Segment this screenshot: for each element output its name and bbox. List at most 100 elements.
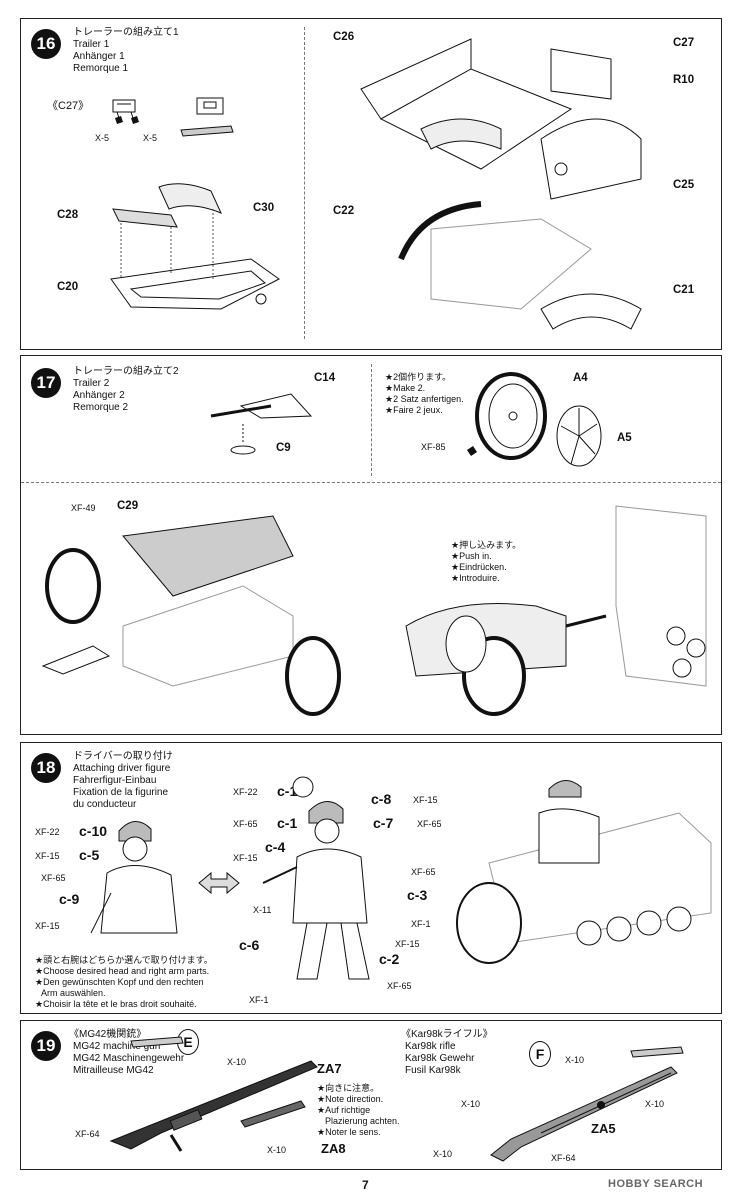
step-title-jp: トレーラーの組み立て2 [73, 366, 179, 377]
push-in-note-en: ★Push in. [451, 551, 492, 561]
paint-kxf64: XF-64 [551, 1153, 576, 1163]
step-number: 18 [31, 753, 61, 783]
part-c8: c-8 [371, 791, 392, 807]
make-2-note-fr: ★Faire 2 jeux. [385, 405, 443, 415]
vehicle-with-driver-drawing [456, 780, 712, 964]
choose-note-en: ★Choose desired head and right arm parts… [35, 966, 210, 976]
paint-xf64: XF-64 [75, 1129, 100, 1139]
choose-note-jp: ★頭と右腕はどちらか選んで取り付けます。 [35, 955, 213, 965]
mg42-title-de: MG42 Maschinengewehr [73, 1053, 185, 1064]
paint-xf22-c: XF-22 [233, 787, 258, 797]
choose-note-de-2: Arm auswählen. [41, 988, 106, 998]
part-a4: A4 [573, 372, 588, 384]
c27-subassembly-tag: 《C27》 [47, 100, 90, 112]
paint-xf49: XF-49 [71, 503, 96, 513]
paint-x5-left: X-5 [95, 133, 110, 143]
part-c22: C22 [333, 205, 355, 217]
paint-xf65-d-c: XF-65 [387, 981, 412, 991]
part-c2: c-2 [379, 951, 400, 967]
part-c27: C27 [673, 37, 695, 49]
part-c9: c-9 [59, 891, 80, 907]
step-title-fr2: du conducteur [73, 799, 137, 810]
part-c3: c-3 [407, 887, 428, 903]
step-number: 17 [31, 368, 61, 398]
part-c30: C30 [253, 202, 275, 214]
direction-note-de: ★Auf richtige [317, 1105, 371, 1115]
paint-xf65-c: XF-65 [233, 819, 258, 829]
part-c29: C29 [117, 500, 139, 512]
make-2-note-de: ★2 Satz anfertigen. [385, 394, 464, 404]
drawbar-drawing [210, 393, 313, 455]
step-title-fr: Remorque 2 [73, 402, 129, 413]
part-c1: c-1 [277, 815, 298, 831]
step-title-de: Anhänger 2 [73, 390, 125, 401]
mg42-title-jp: 《MG42機関銃》 [69, 1029, 147, 1040]
page-number: 7 [362, 1178, 369, 1192]
trailer-assembly-drawing [41, 515, 341, 716]
choose-note-fr: ★Choisir la tête et le bras droit souhai… [35, 999, 197, 1009]
paint-xf85: XF-85 [421, 442, 446, 452]
kar98-title-jp: 《Kar98kライフル》 [401, 1029, 493, 1040]
step-title-de: Fahrerfigur-Einbau [73, 775, 157, 786]
step-title-fr1: Fixation de la figurine [73, 787, 169, 798]
paint-x5-right: X-5 [143, 133, 158, 143]
part-c10: c-10 [79, 823, 108, 839]
make-2-note-en: ★Make 2. [385, 383, 426, 393]
step-18-panel: 18 ドライバーの取り付け Attaching driver figure Fa… [20, 742, 722, 1014]
paint-kx10-c: X-10 [645, 1099, 665, 1109]
trailer-hitch-drawing [405, 505, 707, 716]
step-title-en: Trailer 1 [73, 39, 110, 50]
paint-x10-b: X-10 [267, 1145, 287, 1155]
part-c5: c-5 [79, 847, 100, 863]
push-in-note-jp: ★押し込みます。 [451, 540, 522, 550]
paint-kx10-a: X-10 [565, 1055, 585, 1065]
direction-note-de-2: Plazierung achten. [325, 1116, 400, 1126]
part-c6: c-6 [239, 937, 260, 953]
paint-xf15-b: XF-15 [35, 921, 60, 931]
driver-figure-left [90, 821, 178, 934]
step-title-jp: ドライバーの取り付け [73, 751, 173, 762]
mg42-drawing [109, 1036, 318, 1152]
step-17-panel: 17 トレーラーの組み立て2 Trailer 2 Anhänger 2 Remo… [20, 355, 722, 735]
paint-x11: X-11 [253, 905, 272, 915]
part-c4: c-4 [265, 839, 286, 855]
part-za5: ZA5 [591, 1121, 616, 1136]
step-title-fr: Remorque 1 [73, 63, 129, 74]
paint-x10-a: X-10 [227, 1057, 247, 1067]
part-c14: C14 [314, 372, 336, 384]
c27-paint-diagram [112, 97, 234, 137]
step-title-de: Anhänger 1 [73, 51, 125, 62]
part-za7: ZA7 [317, 1061, 342, 1076]
part-c20: C20 [57, 281, 79, 293]
part-c28: C28 [57, 209, 79, 221]
divider [304, 27, 305, 339]
part-za8: ZA8 [321, 1141, 346, 1156]
part-c7: c-7 [373, 815, 394, 831]
paint-xf1-b: XF-1 [411, 919, 431, 929]
trailer-body-drawing [360, 38, 642, 330]
paint-xf15: XF-15 [35, 851, 60, 861]
step-number: 16 [31, 29, 61, 59]
sprue-f-badge: F [529, 1041, 551, 1067]
step-19-panel: 19 《MG42機関銃》 MG42 machine gun MG42 Masch… [20, 1020, 722, 1170]
divider [21, 482, 721, 483]
paint-xf65-b-c: XF-65 [417, 819, 442, 829]
paint-kx10-d: X-10 [433, 1149, 453, 1159]
kar98k-drawing [490, 1046, 684, 1162]
step-title-en: Trailer 2 [73, 378, 110, 389]
trailer-chassis-drawing [110, 183, 280, 310]
part-c26: C26 [333, 31, 355, 43]
kar98-title-fr: Fusil Kar98k [405, 1065, 461, 1076]
kar98-title-en: Kar98k rifle [405, 1041, 456, 1052]
push-in-note-fr: ★Introduire. [451, 573, 500, 583]
part-c25: C25 [673, 179, 695, 191]
paint-xf22: XF-22 [35, 827, 60, 837]
kar98-title-de: Kar98k Gewehr [405, 1053, 475, 1064]
step-16-panel: 16 トレーラーの組み立て1 Trailer 1 Anhänger 1 Remo… [20, 18, 722, 350]
push-in-note-de: ★Eindrücken. [451, 562, 507, 572]
step-number: 19 [31, 1031, 61, 1061]
part-c9: C9 [276, 442, 291, 454]
part-a5: A5 [617, 432, 632, 444]
paint-kx10-b: X-10 [461, 1099, 481, 1109]
driver-figure-center [262, 776, 370, 980]
